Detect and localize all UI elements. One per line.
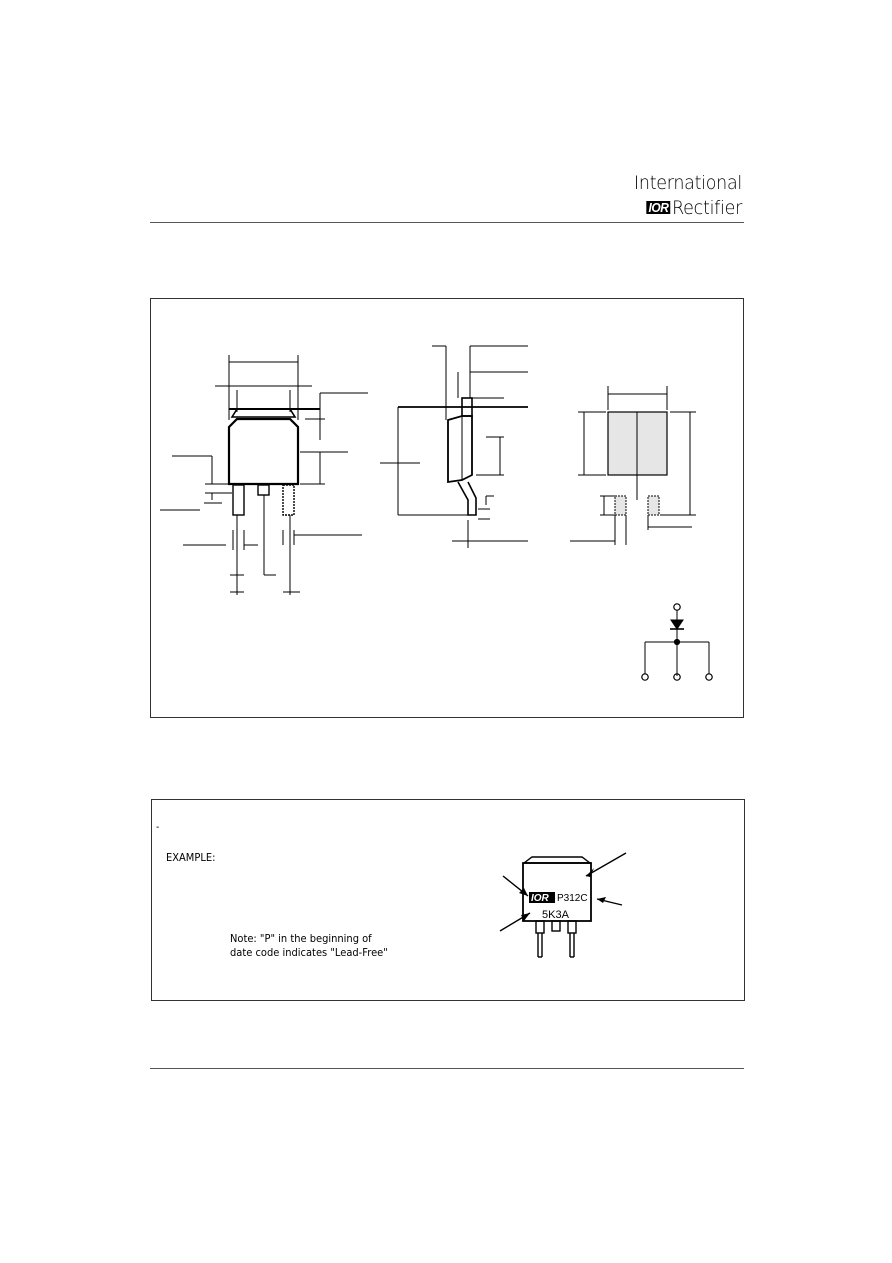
stray-mark: - xyxy=(156,822,160,833)
top-view-lead-left xyxy=(232,484,245,516)
company-logo-line1: International xyxy=(634,172,742,194)
chip-tab xyxy=(521,856,593,864)
chip-date-code: 5K3A xyxy=(542,909,570,921)
footer-rule xyxy=(150,1068,744,1069)
part-marking-frame xyxy=(151,799,745,1001)
side-view-lead xyxy=(457,481,477,516)
footprint-pad-right xyxy=(647,495,660,516)
lead-free-note-line1: Note: "P" in the beginning of xyxy=(230,932,372,945)
diode-symbol xyxy=(670,619,684,630)
lead-free-note-line2: date code indicates "Lead-Free" xyxy=(230,946,388,959)
ior-logo-mark: IOR xyxy=(646,200,671,215)
footprint-pad-left xyxy=(614,495,627,516)
example-label: EXAMPLE: xyxy=(166,851,216,864)
chip-logo-text: IOR xyxy=(531,893,550,904)
top-view-lead-right xyxy=(282,484,295,516)
package-outline-frame xyxy=(150,298,744,718)
header-rule xyxy=(150,222,744,223)
chip-logo-box xyxy=(529,892,555,903)
company-logo-rectifier: Rectifier xyxy=(672,197,742,219)
chip-part-number: P312C xyxy=(557,893,588,904)
